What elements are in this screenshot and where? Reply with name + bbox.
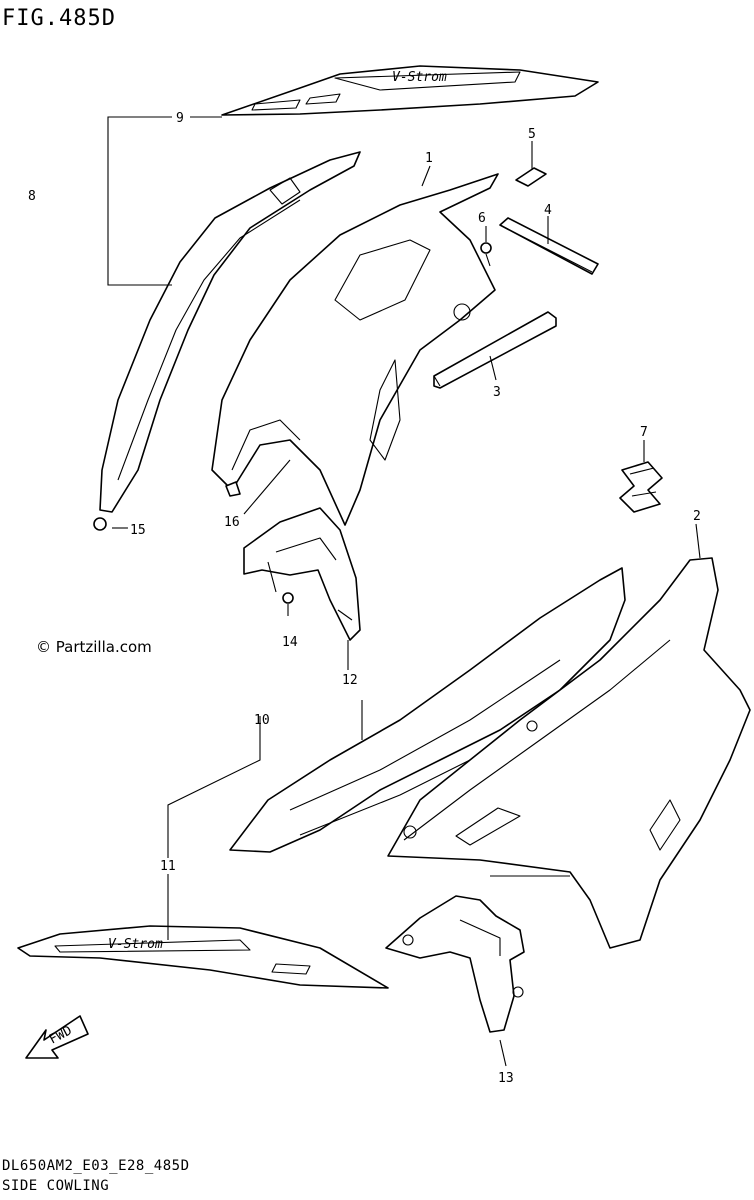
- part-7-emblem: [619, 461, 663, 513]
- callout-2: 2: [693, 509, 701, 524]
- part-8-side-trim: [99, 151, 361, 513]
- callout-8: 8: [28, 189, 36, 204]
- part-12-bracket: [243, 507, 361, 641]
- figure-name: SIDE COWLING: [2, 1178, 110, 1194]
- part-3-foam-strip: [433, 311, 557, 389]
- part-2-front-cowling: [387, 557, 751, 949]
- callout-1: 1: [425, 151, 433, 166]
- part-11-lower-decal: V-Strom: [17, 925, 389, 989]
- part-16-clip: [225, 481, 241, 497]
- callout-7: 7: [640, 425, 648, 440]
- upper-decal-text: V-Strom: [392, 70, 447, 85]
- callout-10: 10: [254, 713, 270, 728]
- callout-13: 13: [498, 1071, 514, 1086]
- part-9-upper-decal: V-Strom: [221, 65, 599, 116]
- callout-14: 14: [282, 635, 298, 650]
- copyright-notice: © Partzilla.com: [36, 638, 152, 656]
- lower-decal-text: V-Strom: [108, 937, 163, 952]
- callout-12: 12: [342, 673, 358, 688]
- part-5-pad: [515, 167, 547, 187]
- part-1-inner-cover: [211, 173, 499, 526]
- part-15-screw: [93, 517, 107, 531]
- figure-code: DL650AM2_E03_E28_485D: [2, 1158, 190, 1174]
- leader-lines: [107, 116, 701, 1067]
- callout-15: 15: [130, 523, 146, 538]
- callout-4: 4: [544, 203, 552, 218]
- callout-labels: 1 2 3 4 5 6 7 8 9 10 11 12 13 14 15 16: [28, 111, 701, 1086]
- part-13-lower-bracket: [385, 895, 525, 1033]
- callout-9: 9: [176, 111, 184, 126]
- callout-16: 16: [224, 515, 240, 530]
- callout-3: 3: [493, 385, 501, 400]
- part-10-side-cowling: [229, 567, 626, 853]
- callout-6: 6: [478, 211, 486, 226]
- part-14-bolt: [282, 592, 294, 616]
- fwd-arrow: FWD: [25, 1015, 89, 1059]
- figure-title: FIG.485D: [2, 6, 116, 31]
- callout-11: 11: [160, 859, 176, 874]
- part-6-fastener: [480, 242, 492, 267]
- callout-5: 5: [528, 127, 536, 142]
- part-4-foam-strip: [499, 217, 599, 275]
